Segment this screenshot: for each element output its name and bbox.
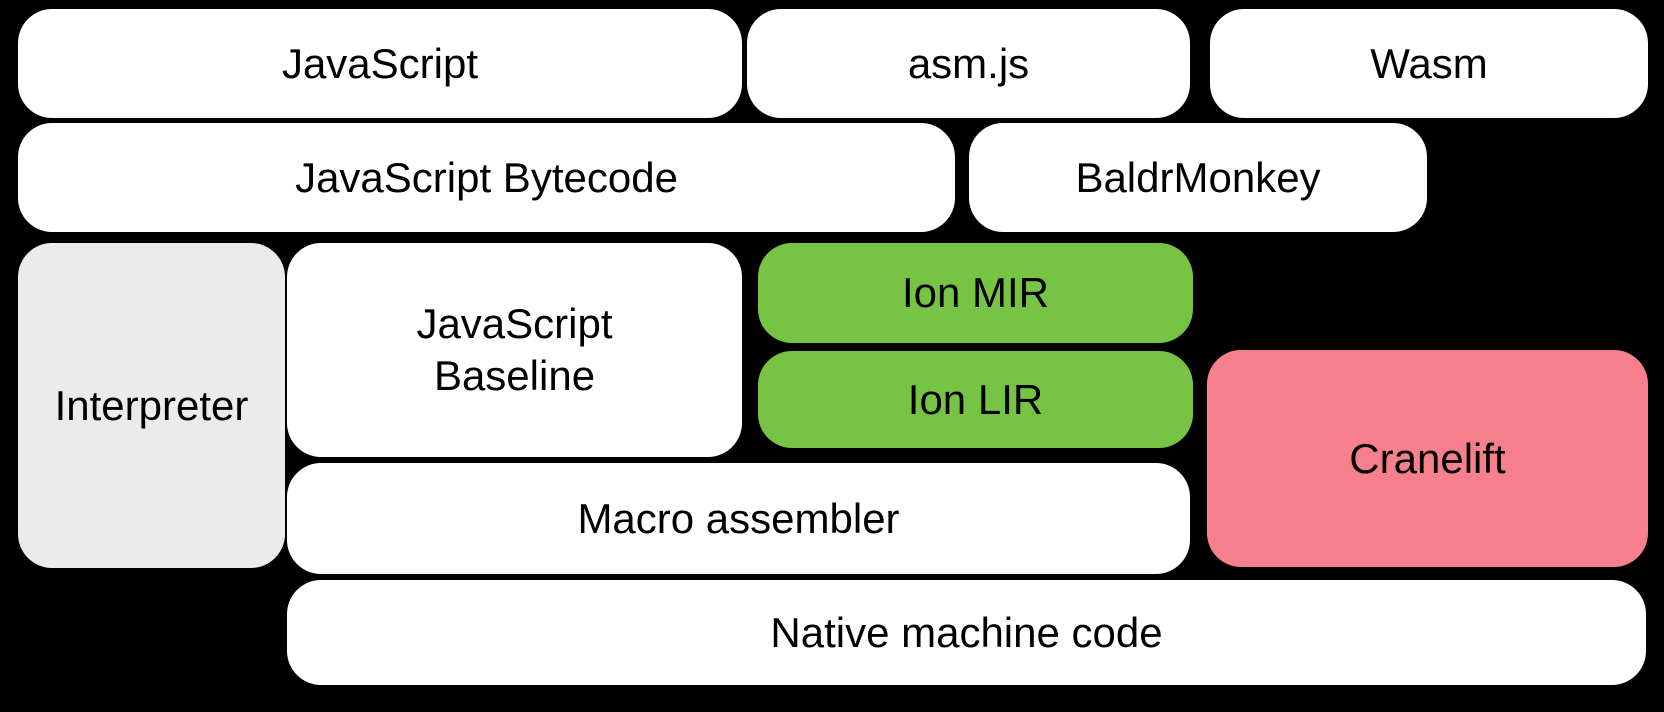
box-ion-lir: Ion LIR [758, 351, 1193, 448]
box-interpreter-label: Interpreter [54, 381, 249, 429]
box-javascript-label: JavaScript [281, 39, 479, 87]
box-ion-lir-label: Ion LIR [907, 375, 1044, 423]
box-ion-mir: Ion MIR [758, 243, 1193, 343]
box-cranelift: Cranelift [1207, 350, 1648, 567]
box-javascript: JavaScript [18, 9, 742, 118]
box-asmjs: asm.js [747, 9, 1190, 118]
box-baldrmonkey: BaldrMonkey [969, 123, 1427, 232]
box-interpreter: Interpreter [18, 243, 285, 568]
box-javascript-baseline: JavaScript Baseline [287, 243, 742, 457]
box-javascript-bytecode-label: JavaScript Bytecode [295, 153, 678, 201]
box-cranelift-label: Cranelift [1349, 434, 1506, 482]
box-macro-assembler-label: Macro assembler [577, 494, 900, 542]
box-macro-assembler: Macro assembler [287, 463, 1190, 574]
box-javascript-bytecode: JavaScript Bytecode [18, 123, 955, 232]
box-wasm-label: Wasm [1370, 39, 1488, 87]
box-native-machine-code: Native machine code [287, 580, 1646, 685]
box-asmjs-label: asm.js [907, 39, 1030, 87]
box-baldrmonkey-label: BaldrMonkey [1075, 153, 1321, 201]
box-native-machine-code-label: Native machine code [770, 608, 1163, 656]
box-wasm: Wasm [1210, 9, 1648, 118]
box-javascript-baseline-label: JavaScript Baseline [416, 300, 613, 399]
box-ion-mir-label: Ion MIR [901, 269, 1050, 316]
